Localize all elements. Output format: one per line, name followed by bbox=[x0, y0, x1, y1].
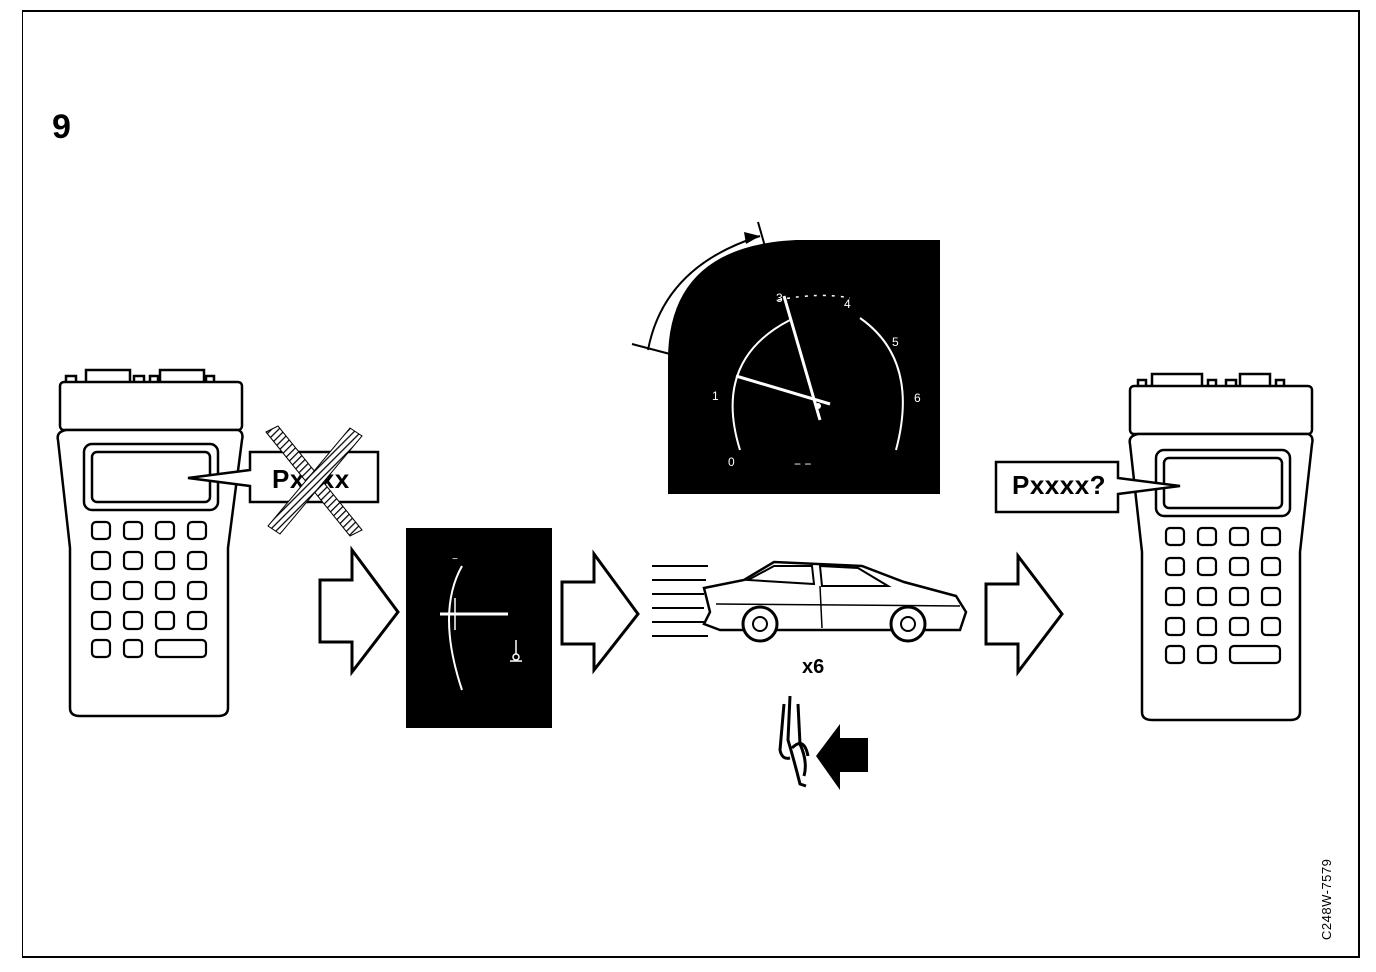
svg-text:−: − bbox=[452, 554, 458, 565]
diagram-frame bbox=[22, 10, 1360, 958]
arrow-right-icon bbox=[984, 551, 1064, 677]
left-trouble-code: Pxxxx bbox=[272, 464, 350, 494]
car-driving-icon bbox=[652, 560, 968, 643]
svg-text:4: 4 bbox=[844, 297, 851, 311]
svg-text:3: 3 bbox=[776, 291, 783, 305]
arrow-right-icon bbox=[318, 545, 400, 677]
thermometer-icon bbox=[510, 640, 522, 662]
svg-text:0: 0 bbox=[728, 455, 735, 469]
svg-text:− −: − − bbox=[794, 457, 811, 471]
accelerator-pedal-icon bbox=[778, 695, 810, 788]
right-scan-tool bbox=[1128, 372, 1314, 722]
step-number: 9 bbox=[52, 108, 71, 146]
repeat-count-label: x6 bbox=[802, 656, 825, 678]
svg-text:5: 5 bbox=[892, 335, 899, 349]
press-arrow-icon bbox=[816, 724, 868, 790]
right-code-bubble bbox=[994, 460, 1181, 514]
coolant-temperature-gauge: − bbox=[406, 528, 552, 728]
tachometer-gauge: 1 0 3 4 5 6 − − bbox=[631, 221, 940, 494]
left-scan-tool bbox=[56, 368, 244, 718]
svg-text:1: 1 bbox=[712, 389, 719, 403]
right-trouble-code: Pxxxx? bbox=[1012, 470, 1107, 500]
svg-text:6: 6 bbox=[914, 391, 921, 405]
arrow-right-icon bbox=[560, 549, 640, 675]
figure-id-label: C248W-7579 bbox=[1319, 858, 1334, 940]
